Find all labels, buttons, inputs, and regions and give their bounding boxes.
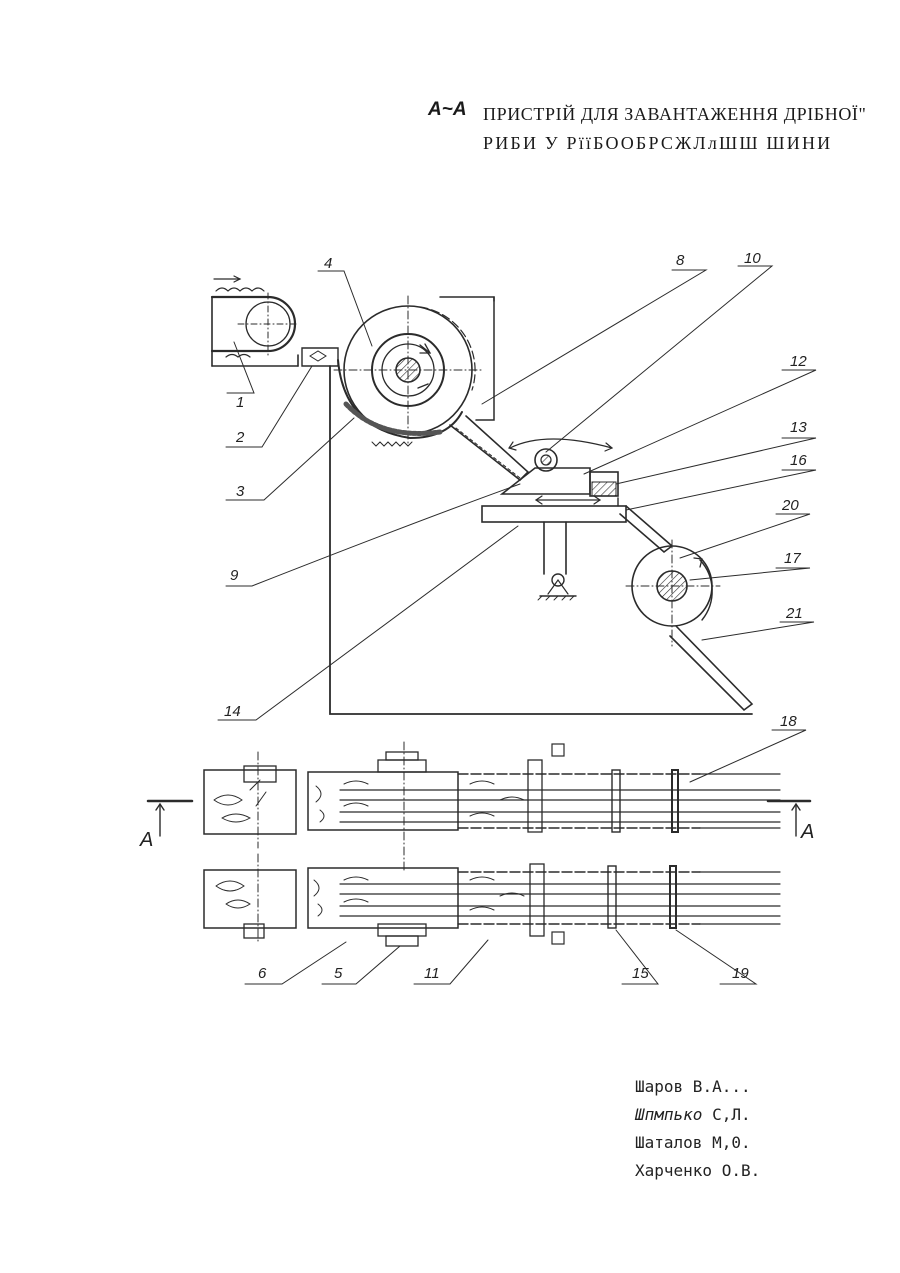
leader-lines-top	[218, 266, 816, 720]
callout-12: 12	[790, 353, 807, 370]
plan-view	[148, 730, 810, 984]
leader-lines-bottom	[245, 730, 806, 984]
vibrating-feeder	[502, 439, 618, 504]
callout-21: 21	[785, 605, 803, 622]
callout-19: 19	[732, 965, 749, 982]
author-2: Шпмпько С,Л.	[635, 1101, 760, 1129]
callout-4: 4	[324, 255, 332, 272]
callout-20: 20	[781, 497, 799, 514]
callout-17: 17	[784, 550, 801, 567]
authors-list: Шаров В.А... Шпмпько С,Л. Шаталов М,0. Х…	[635, 1073, 760, 1185]
callout-14: 14	[224, 703, 241, 720]
sorting-table	[482, 498, 672, 600]
callout-1: 1	[236, 394, 244, 411]
drum	[334, 296, 482, 446]
callout-2: 2	[235, 429, 245, 446]
section-label-right: A	[800, 821, 814, 843]
callout-3: 3	[236, 483, 245, 500]
callout-10: 10	[744, 250, 761, 267]
callout-8: 8	[676, 252, 685, 269]
callout-15: 15	[632, 965, 649, 982]
author-3: Шаталов М,0.	[635, 1129, 760, 1157]
callout-5: 5	[334, 965, 343, 982]
callout-9: 9	[230, 567, 239, 584]
separating-drum	[626, 540, 720, 646]
author-4: Харченко О.В.	[635, 1157, 760, 1185]
side-view	[212, 266, 816, 720]
callout-6: 6	[258, 965, 267, 982]
callout-13: 13	[790, 419, 807, 436]
callout-18: 18	[780, 713, 797, 730]
conveyor-belt	[212, 276, 298, 366]
callout-16: 16	[790, 452, 807, 469]
callout-11: 11	[424, 965, 440, 982]
section-label-left: A	[139, 829, 153, 851]
author-1: Шаров В.А...	[635, 1073, 760, 1101]
